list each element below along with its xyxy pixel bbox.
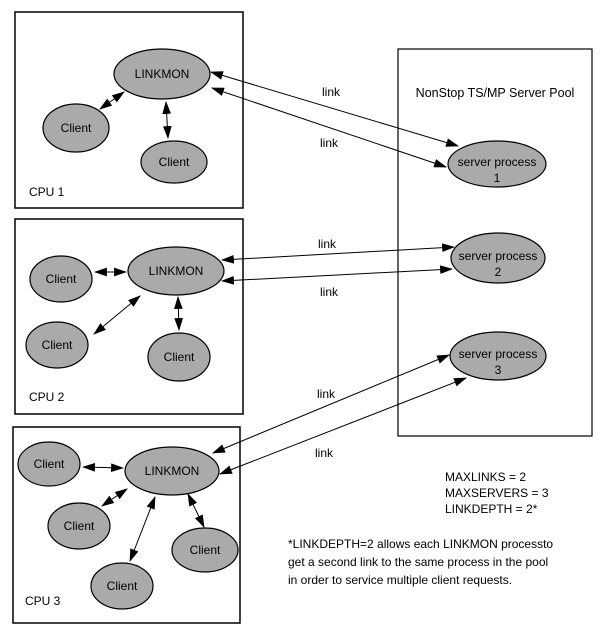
cpu3-linkmon-label: LINKMON	[145, 464, 200, 478]
server-process-3-name: server process	[459, 347, 538, 361]
cpu1-client-node-1	[42, 103, 110, 153]
cpu3-client-node-4	[171, 527, 239, 573]
server-process-1-node	[447, 140, 547, 188]
cpu3-arrow-linkmon-client3	[129, 495, 156, 563]
cpu3-client-label-3: Client	[107, 579, 138, 593]
cpu3-client-node-3	[90, 562, 154, 610]
cpu2-label: CPU 2	[29, 390, 65, 404]
cpu1-arrow-client1-linkmon	[99, 91, 125, 110]
param-linkdepth: LINKDEPTH = 2*	[445, 502, 538, 516]
cpu3-arrow-linkmon-client4	[187, 493, 205, 528]
cpu1-internal-arrows	[99, 91, 172, 140]
cpu1-client-label-2: Client	[159, 155, 190, 169]
cpu3-client-node-1	[17, 441, 81, 487]
link-line-4	[220, 265, 454, 285]
link-label-1: link	[322, 85, 341, 99]
cpu2-client-node-3	[147, 332, 211, 382]
param-maxlinks: MAXLINKS = 2	[445, 470, 526, 484]
link-line-3	[220, 243, 456, 264]
cpu1-linkmon-node	[113, 48, 211, 100]
cpu1-linkmon-label: LINKMON	[135, 67, 190, 81]
cpu3-arrow-linkmon-client2	[101, 488, 128, 507]
cpu2-client-label-1: Client	[46, 272, 77, 286]
footnote: *LINKDEPTH=2 allows each LINKMON process…	[288, 537, 553, 587]
link-label-3: link	[318, 237, 337, 251]
cpu2-client-label-2: Client	[42, 338, 73, 352]
link-label-5: link	[317, 387, 336, 401]
cpu2-linkmon-node	[127, 246, 225, 296]
cpu3-client-label-2: Client	[64, 519, 95, 533]
footnote-line-3: in order to service multiple client requ…	[288, 573, 512, 587]
server-process-3-node	[449, 331, 547, 381]
cpu2-internal-arrows	[93, 267, 183, 335]
cpu2-client-node-1	[29, 255, 93, 303]
cpu3-client-label-1: Client	[34, 457, 65, 471]
footnote-line-1: *LINKDEPTH=2 allows each LINKMON process…	[288, 537, 553, 551]
cpu1-arrow-linkmon-client2	[162, 100, 172, 140]
cpu3-client-label-4: Client	[190, 543, 221, 557]
cpu1-box	[14, 11, 244, 209]
cpu1-client-node-2	[140, 140, 208, 184]
link-line-5	[211, 354, 451, 454]
cpu3-client-node-2	[47, 502, 111, 550]
cpu1-client-label-1: Client	[61, 121, 92, 135]
cpu2-arrow-linkmon-client3	[174, 295, 183, 332]
cpu2-arrow-linkmon-client2	[93, 295, 141, 335]
cpu1-label: CPU 1	[29, 185, 65, 199]
server-pool-title: NonStop TS/MP Server Pool	[416, 86, 575, 100]
link-label-6: link	[315, 446, 334, 460]
server-process-3-number: 3	[495, 363, 502, 377]
cpu2-client-node-2	[25, 321, 89, 369]
cpu3-label: CPU 3	[25, 594, 61, 608]
cpu2-linkmon-label: LINKMON	[149, 264, 204, 278]
cpu3-arrow-client1-linkmon	[81, 462, 125, 473]
server-process-1-number: 1	[494, 171, 501, 185]
footnote-line-2: get a second link to the same process in…	[288, 555, 548, 569]
cpu2-client-label-3: Client	[164, 350, 195, 364]
cpu3-box	[12, 426, 241, 624]
link-line-1	[209, 71, 460, 147]
server-process-2-node	[450, 232, 546, 284]
server-pool-box	[397, 48, 593, 437]
link-label-2: link	[320, 136, 339, 150]
cpu3-linkmon-node	[124, 446, 220, 496]
cpu2-box	[14, 218, 244, 415]
link-label-4: link	[320, 285, 339, 299]
link-line-2	[210, 87, 448, 168]
server-process-1-name: server process	[458, 155, 537, 169]
cpu3-internal-arrows	[81, 462, 205, 563]
server-process-2-name: server process	[459, 249, 538, 263]
link-line-6	[218, 377, 468, 475]
parameter-block: MAXLINKS = 2 MAXSERVERS = 3 LINKDEPTH = …	[445, 470, 549, 516]
param-maxservers: MAXSERVERS = 3	[445, 486, 549, 500]
server-process-2-number: 2	[495, 265, 502, 279]
link-lines	[209, 71, 468, 475]
